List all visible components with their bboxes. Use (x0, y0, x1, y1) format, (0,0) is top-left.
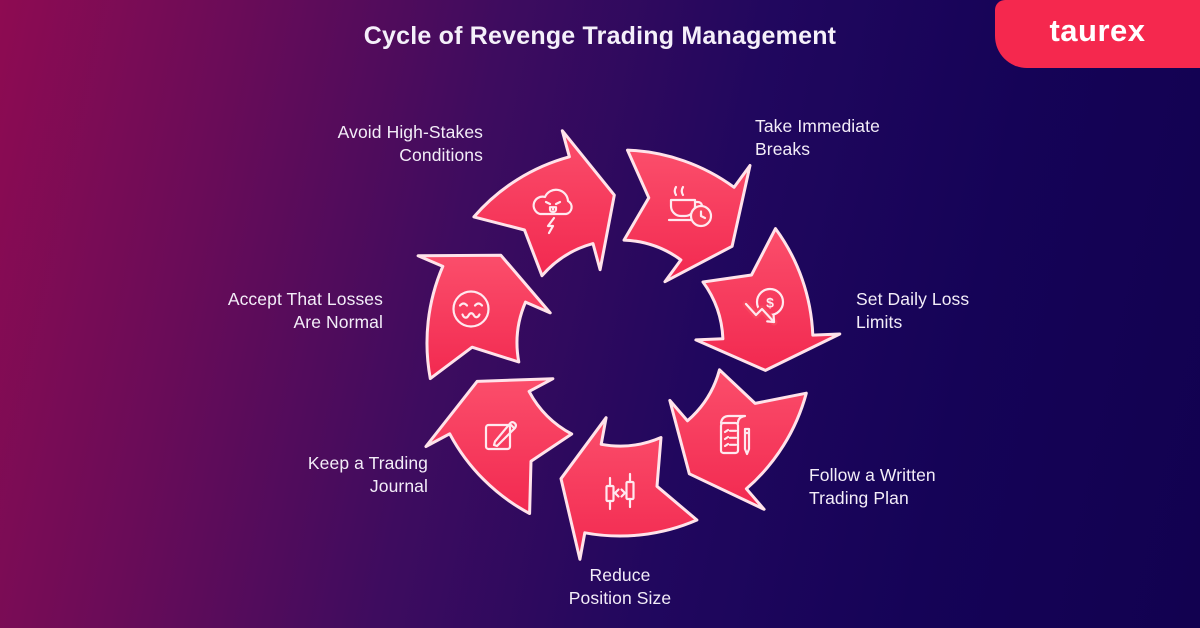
cycle-arrow-segment-keep-trading-journal (424, 377, 574, 515)
step-label-keep-trading-journal: Keep a Trading Journal (307, 453, 428, 496)
coffee-clock-icon (667, 185, 713, 228)
candlestick-compress-icon (605, 472, 635, 511)
step-label-take-immediate-breaks: Take Immediate Breaks (755, 116, 880, 159)
step-label-avoid-high-stakes: Avoid High-Stakes Conditions (337, 122, 483, 165)
taurex-logo-text: taurex (1049, 13, 1146, 48)
edit-square-pen-icon (484, 421, 517, 451)
step-label-reduce-position-size: Reduce Position Size (568, 565, 672, 608)
page-title: Cycle of Revenge Trading Management (363, 22, 837, 50)
notepad-pen-icon (719, 414, 751, 456)
svg-text:$: $ (766, 295, 774, 311)
cycle-arrow-segment-avoid-high-stakes (472, 129, 616, 278)
dollar-down-arrow-icon: $ (742, 287, 785, 326)
sad-face-icon (452, 290, 490, 328)
step-label-follow-written-plan: Follow a Written Trading Plan (809, 465, 936, 508)
cycle-arrow-segment-accept-losses-normal (416, 253, 552, 381)
cycle-arrow-segment-set-daily-loss-limits (694, 227, 842, 372)
cycle-arrow-segment-reduce-position-size (559, 416, 699, 561)
cycle-arrow-ring (416, 129, 842, 561)
storm-cloud-icon (532, 188, 573, 235)
step-label-accept-losses-normal: Accept That Losses Are Normal (227, 289, 383, 332)
step-label-set-daily-loss-limits: Set Daily Loss Limits (856, 289, 970, 332)
taurex-logo-badge: taurex (995, 0, 1200, 68)
